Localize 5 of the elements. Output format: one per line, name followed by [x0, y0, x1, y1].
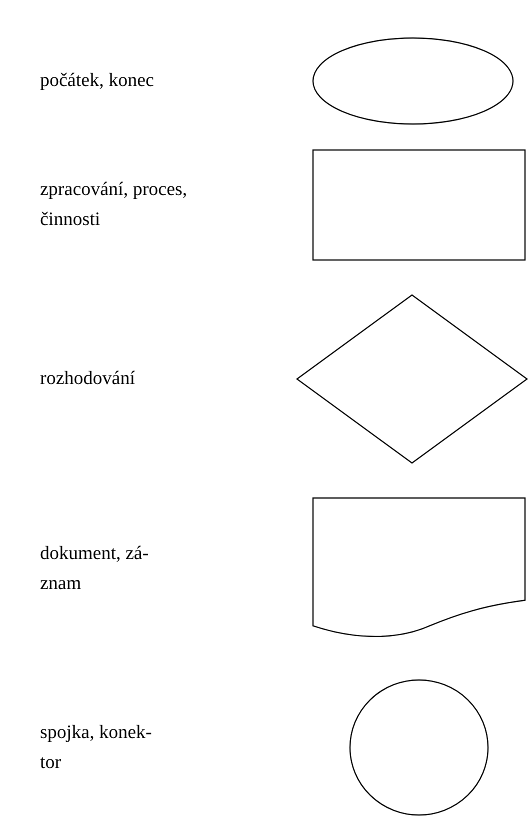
- symbol-label: rozhodování: [40, 367, 136, 391]
- symbol-label: dokument, zá- znam: [40, 542, 150, 596]
- symbol-label: zpracování, proces, činnosti: [40, 178, 188, 232]
- symbol-label: spojka, konek- tor: [40, 720, 153, 774]
- symbol-label: počátek, konec: [40, 69, 155, 93]
